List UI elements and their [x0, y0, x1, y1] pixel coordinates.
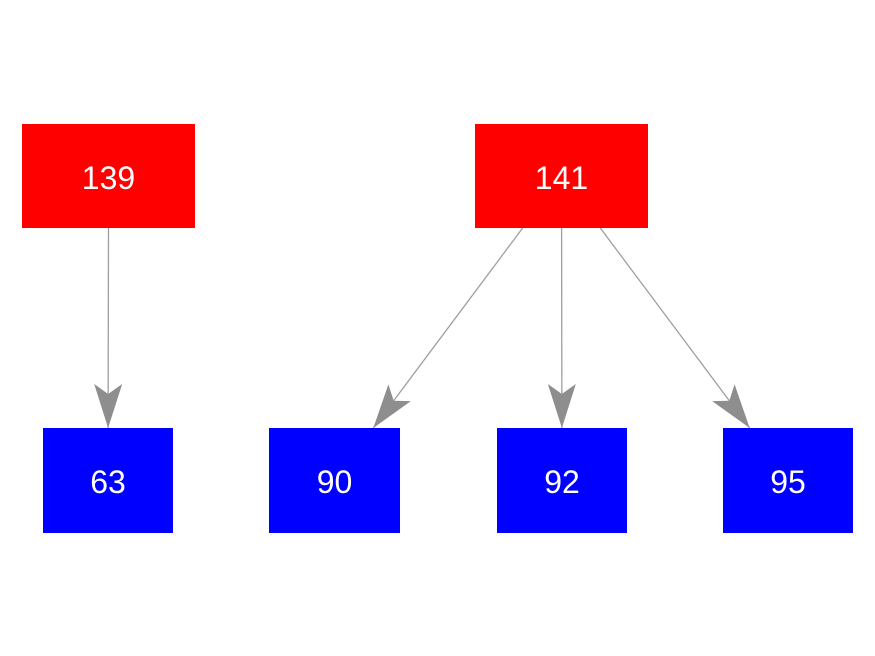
- node-95: 95: [723, 428, 853, 533]
- node-139: 139: [22, 124, 195, 228]
- node-90: 90: [269, 428, 400, 533]
- node-63-label: 63: [90, 464, 126, 500]
- node-90-box: [269, 428, 400, 533]
- node-141-label: 141: [535, 160, 588, 196]
- edge-141-to-95: [599, 227, 751, 429]
- edge-layer: [94, 227, 751, 429]
- node-139-label: 139: [82, 160, 135, 196]
- node-92: 92: [497, 428, 627, 533]
- node-layer: 139 141 63 90 92 95: [22, 124, 853, 533]
- node-95-box: [723, 428, 853, 533]
- edge-141-to-90: [372, 227, 524, 429]
- node-63-box: [43, 428, 173, 533]
- node-139-box: [22, 124, 195, 228]
- node-90-label: 90: [317, 464, 353, 500]
- node-141-box: [475, 124, 648, 228]
- node-92-label: 92: [544, 464, 580, 500]
- node-63: 63: [43, 428, 173, 533]
- node-141: 141: [475, 124, 648, 228]
- node-92-box: [497, 428, 627, 533]
- node-95-label: 95: [770, 464, 806, 500]
